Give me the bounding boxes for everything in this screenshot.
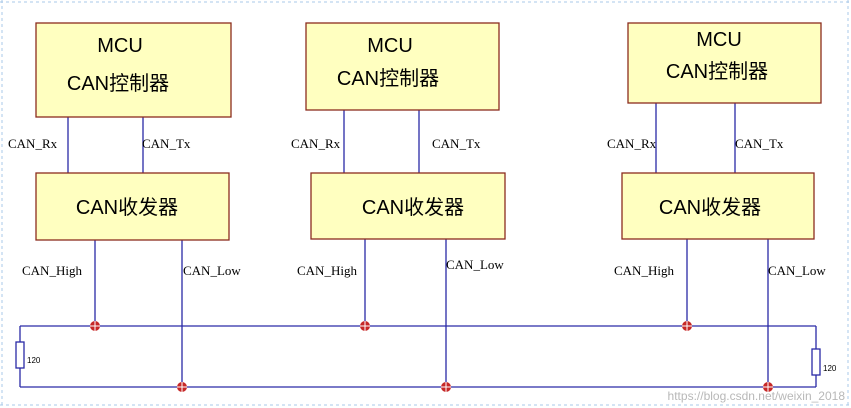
resistor-label: 120 (823, 364, 837, 373)
rx-label: CAN_Rx (291, 136, 341, 151)
high-label: CAN_High (22, 263, 82, 278)
transceiver-label: CAN收发器 (362, 196, 464, 219)
transceiver-box (621, 172, 815, 240)
mcu-subtitle: CAN控制器 (67, 72, 169, 95)
watermark: https://blog.csdn.net/weixin_2018 (668, 389, 846, 403)
low-label: CAN_Low (183, 263, 241, 278)
junctions (90, 321, 773, 392)
junction-dot (682, 321, 692, 331)
transceiver-box (35, 172, 230, 241)
mcu-subtitle: CAN控制器 (337, 67, 439, 90)
wires (343, 110, 447, 387)
node-1: MCU CAN控制器 CAN_Rx CAN_Tx CAN收发器 CAN_High… (8, 22, 241, 387)
transceiver-box (310, 172, 506, 240)
terminator-right: 120 (811, 348, 837, 376)
mcu-box (305, 22, 500, 111)
tx-label: CAN_Tx (142, 136, 191, 151)
node-3: MCU CAN控制器 CAN_Rx CAN_Tx CAN收发器 CAN_High… (607, 22, 826, 387)
junction-dot (763, 382, 773, 392)
bus (19, 325, 817, 388)
tx-label: CAN_Tx (735, 136, 784, 151)
tx-label: CAN_Tx (432, 136, 481, 151)
resistor-label: 120 (27, 356, 41, 365)
mcu-title: MCU (97, 35, 143, 57)
high-label: CAN_High (297, 263, 357, 278)
low-label: CAN_Low (768, 263, 826, 278)
transceiver-label: CAN收发器 (659, 196, 761, 219)
junction-dot (177, 382, 187, 392)
resistor-icon (811, 348, 821, 376)
terminator-left: 120 (15, 341, 41, 369)
junction-dot (360, 321, 370, 331)
mcu-title: MCU (696, 29, 742, 51)
mcu-box (35, 22, 232, 118)
resistor-icon (15, 341, 25, 369)
mcu-subtitle: CAN控制器 (666, 60, 768, 83)
rx-label: CAN_Rx (607, 136, 657, 151)
wires (67, 117, 183, 387)
rx-label: CAN_Rx (8, 136, 58, 151)
node-2: MCU CAN控制器 CAN_Rx CAN_Tx CAN收发器 CAN_High… (291, 22, 506, 387)
low-label: CAN_Low (446, 257, 504, 272)
junction-dot (90, 321, 100, 331)
wires (655, 103, 769, 387)
high-label: CAN_High (614, 263, 674, 278)
junction-dot (441, 382, 451, 392)
mcu-box (627, 22, 822, 104)
transceiver-label: CAN收发器 (76, 196, 178, 219)
mcu-title: MCU (367, 35, 413, 57)
